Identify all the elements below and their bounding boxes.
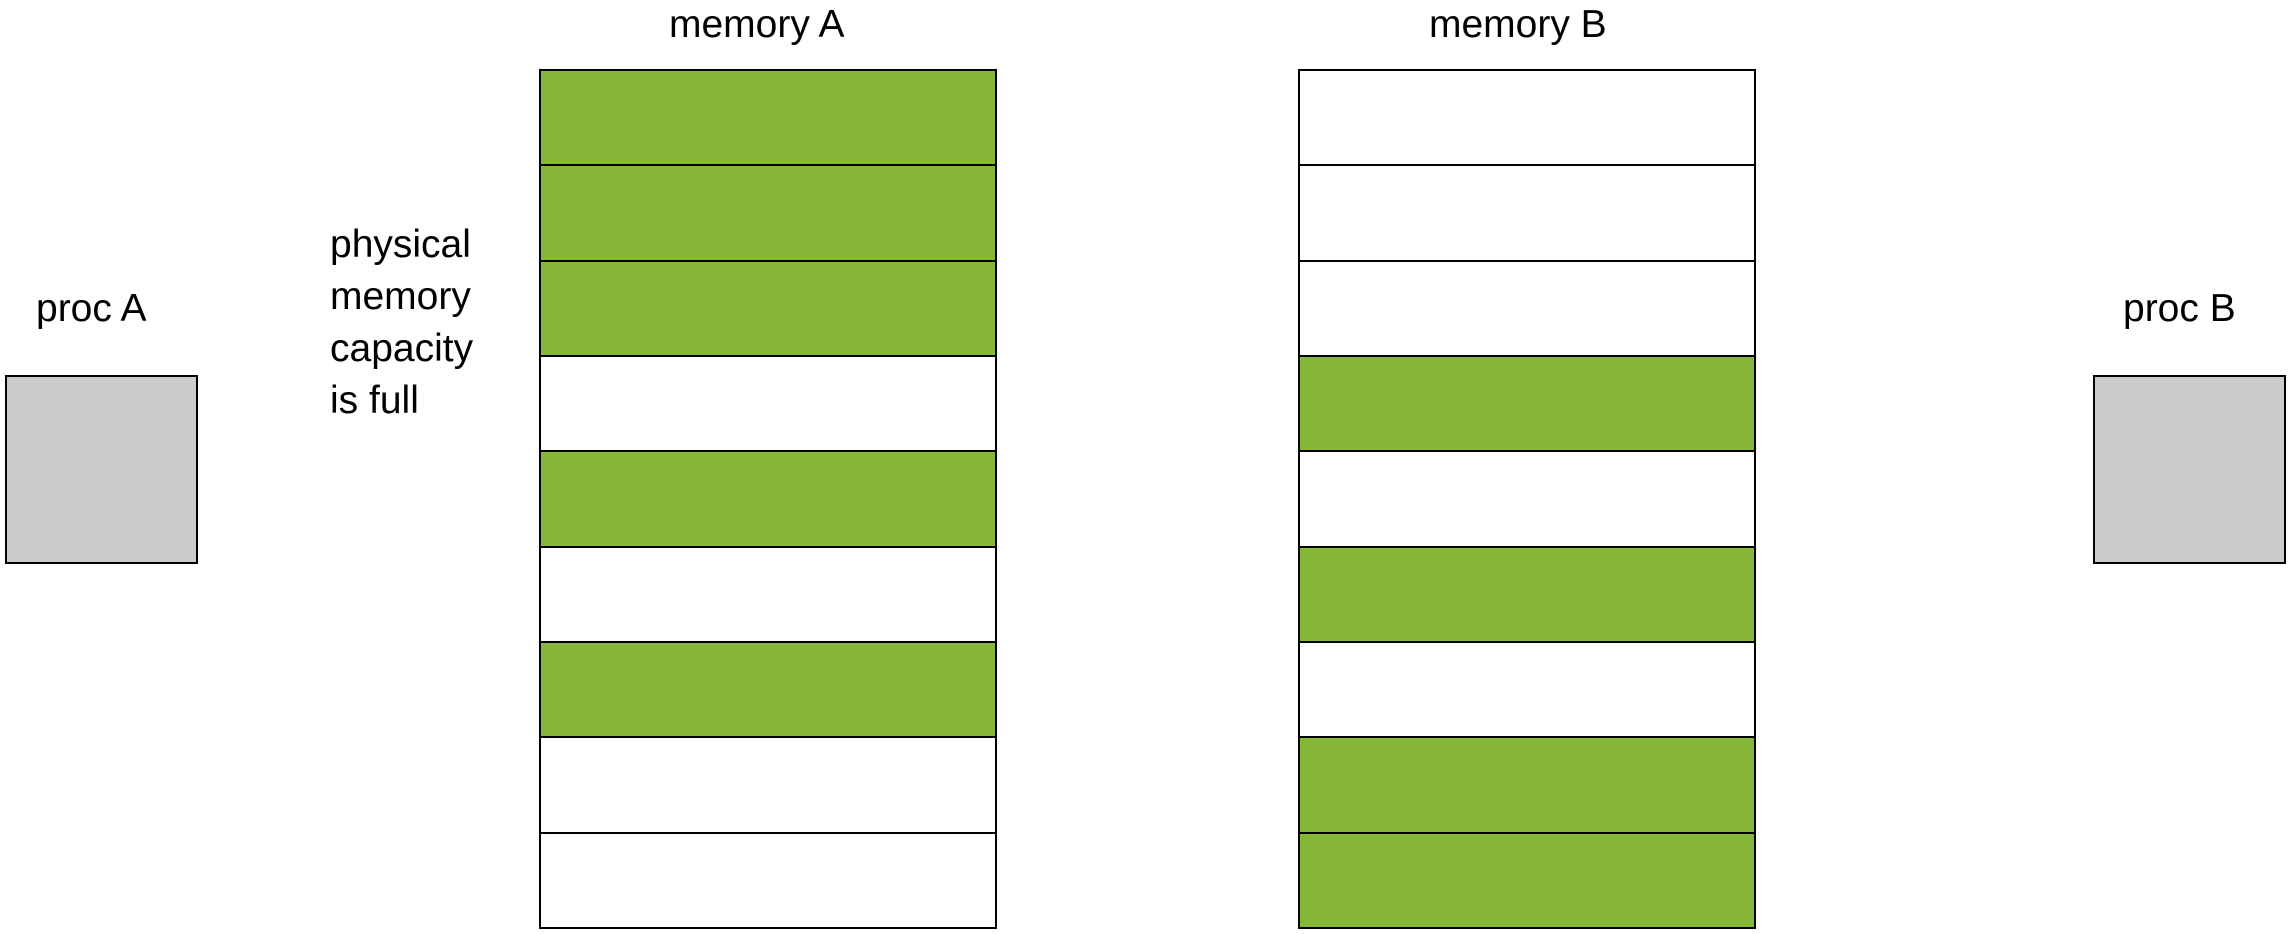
capacity-note-line: physical xyxy=(330,223,471,266)
memory-block-free xyxy=(541,354,995,451)
proc-a-box xyxy=(5,375,198,564)
memory-block-used xyxy=(1300,736,1754,832)
proc-b-label: proc B xyxy=(2123,287,2236,330)
memory-block-used xyxy=(541,71,995,165)
memory-b-label: memory B xyxy=(1429,3,1607,46)
memory-block-free xyxy=(1300,450,1754,546)
capacity-note: physical memory capacity is full xyxy=(330,219,473,427)
memory-block-used xyxy=(541,450,995,546)
memory-block-free xyxy=(1300,259,1754,355)
capacity-note-line: memory xyxy=(330,275,471,318)
memory-block-used xyxy=(1300,354,1754,451)
proc-a-label: proc A xyxy=(36,287,147,330)
memory-block-free xyxy=(1300,640,1754,737)
memory-block-free xyxy=(541,545,995,641)
memory-block-used xyxy=(541,164,995,260)
memory-block-used xyxy=(541,259,995,355)
memory-block-used xyxy=(541,640,995,737)
memory-block-free xyxy=(541,831,995,927)
memory-a-column xyxy=(539,69,997,929)
memory-block-free xyxy=(541,736,995,832)
capacity-note-line: is full xyxy=(330,379,419,422)
memory-block-free xyxy=(1300,164,1754,260)
memory-a-label: memory A xyxy=(669,3,845,46)
capacity-note-line: capacity xyxy=(330,327,474,370)
memory-block-used xyxy=(1300,831,1754,927)
memory-block-used xyxy=(1300,545,1754,641)
memory-block-free xyxy=(1300,71,1754,165)
proc-b-box xyxy=(2093,375,2286,564)
memory-b-column xyxy=(1298,69,1756,929)
